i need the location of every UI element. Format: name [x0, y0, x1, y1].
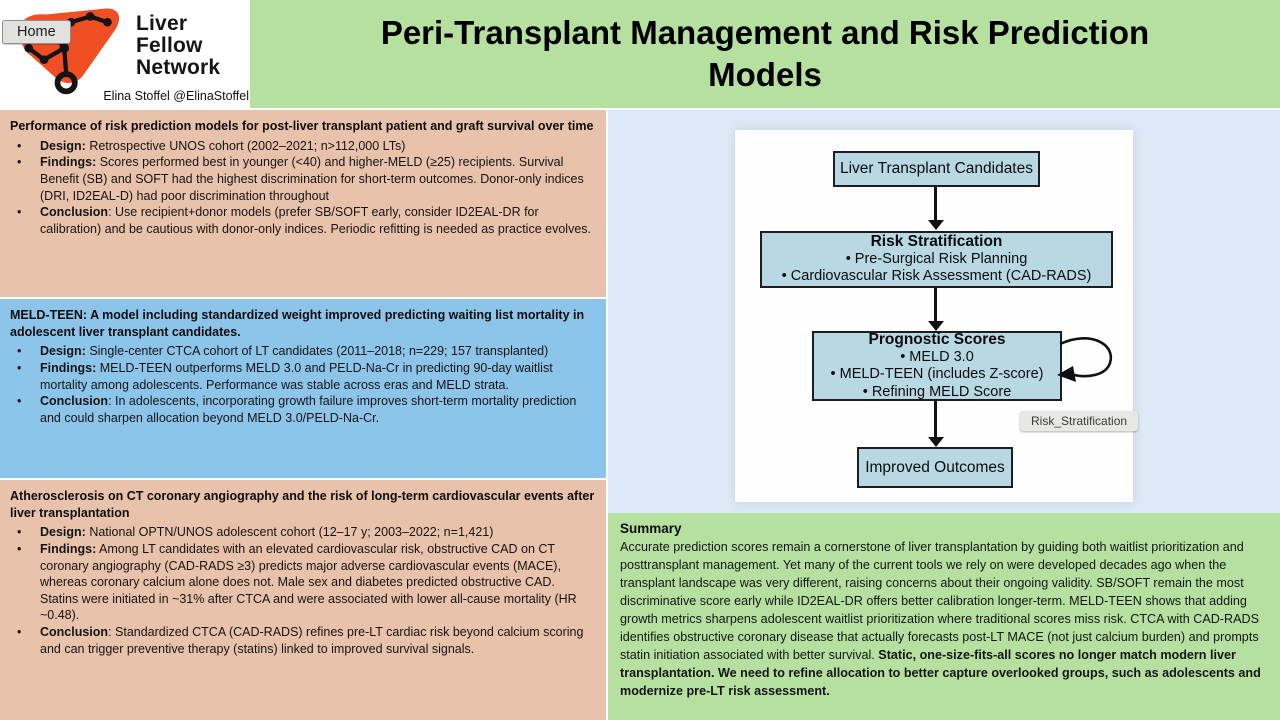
bullet-text: Conclusion: In adolescents, incorporatin… [40, 394, 577, 425]
summary-panel: Summary Accurate prediction scores remai… [608, 513, 1280, 720]
logo-wordmark-line: Network [136, 55, 221, 79]
summary-heading: Summary [620, 521, 682, 536]
bullet-dot: • [17, 625, 22, 639]
summary-body: Accurate prediction scores remain a corn… [620, 540, 1259, 662]
bullet-dot: • [17, 394, 22, 409]
flowchart-canvas: Liver Transplant Candidates Risk Stratif… [735, 130, 1139, 502]
bullet-dot: • [17, 360, 22, 375]
self-loop-arrow-icon [1057, 337, 1113, 382]
bullet-dot: • [17, 525, 22, 540]
bullet-text: Conclusion: Use recipient+donor models (… [40, 205, 591, 236]
bullet-text: Design: National OPTN/UNOS adolescent co… [40, 525, 494, 540]
flow-node-line: • Pre-Surgical Risk Planning [845, 251, 1028, 268]
flow-node-line: • MELD-TEEN (includes Z-score) [830, 366, 1044, 383]
down-arrow-icon [927, 401, 944, 447]
flow-node-title: Risk Stratification [870, 233, 1003, 251]
flow-node-risk-stratification: Risk Stratification• Pre-Surgical Risk P… [760, 231, 1113, 288]
summary-body-bold: Static, one-size-fits-all scores no long… [620, 648, 1261, 698]
flow-node-title: Prognostic Scores [868, 331, 1006, 349]
bullet-text: Design: Single-center CTCA cohort of LT … [40, 344, 549, 359]
bullet-item: • Design: Single-center CTCA cohort of LT… [10, 343, 596, 360]
study-box: Performance of risk prediction models fo… [0, 110, 606, 297]
study-box-title: MELD-TEEN: A model including standardize… [10, 308, 585, 339]
bullet-dot: • [17, 344, 22, 359]
flow-node-improved-outcomes: Improved Outcomes [857, 447, 1013, 488]
bullet-item: • Findings: MELD-TEEN outperforms MELD 3.… [10, 360, 596, 393]
bullet-item: • Findings: Among LT candidates with an e… [10, 541, 596, 624]
study-box-title: Performance of risk prediction models fo… [10, 119, 594, 133]
bullet-text: Findings: Scores performed best in young… [40, 155, 584, 203]
study-box: Atherosclerosis on CT coronary angiograp… [0, 480, 606, 720]
bullet-item: • Design: National OPTN/UNOS adolescent c… [10, 524, 596, 541]
bullet-text: Findings: Among LT candidates with an el… [40, 541, 577, 623]
down-arrow-icon [927, 288, 944, 331]
flow-node-line: • MELD 3.0 [900, 348, 974, 365]
flow-node-prognostic-scores: Prognostic Scores• MELD 3.0• MELD-TEEN (… [812, 331, 1062, 401]
bullet-text: Conclusion: Standardized CTCA (CAD-RADS)… [40, 625, 584, 656]
bullet-item: • Conclusion: In adolescents, incorporati… [10, 393, 596, 426]
bullet-text: Design: Retrospective UNOS cohort (2002–… [40, 138, 406, 153]
study-box-title: Atherosclerosis on CT coronary angiograp… [10, 489, 595, 520]
logo-wordmark-line: Liver [136, 12, 188, 35]
bullet-text: Findings: MELD-TEEN outperforms MELD 3.0… [40, 360, 553, 392]
bullet-dot: • [17, 205, 22, 220]
study-box: MELD-TEEN: A model including standardize… [0, 299, 606, 478]
bullet-item: • Design: Retrospective UNOS cohort (2002… [10, 138, 596, 155]
left-column: Performance of risk prediction models fo… [0, 0, 606, 720]
flow-node-liver-transplant-candidates: Liver Transplant Candidates [833, 151, 1040, 187]
bullet-item: • Conclusion: Standardized CTCA (CAD-RADS… [10, 624, 596, 657]
down-arrow-icon [927, 187, 944, 230]
flow-node-title: Liver Transplant Candidates [839, 160, 1033, 178]
summary-text: Accurate prediction scores remain a corn… [620, 538, 1266, 700]
bullet-dot: • [17, 138, 22, 153]
page-title: Peri-Transplant Management and Risk Pred… [380, 13, 1150, 93]
flow-node-line: • Refining MELD Score [862, 383, 1012, 400]
bullet-dot: • [17, 541, 22, 556]
home-button[interactable]: Home [2, 20, 71, 44]
flow-node-title: Improved Outcomes [865, 458, 1005, 476]
flowchart-panel: Liver Transplant Candidates Risk Stratif… [608, 110, 1280, 513]
title-banner: Peri-Transplant Management and Risk Pred… [250, 0, 1280, 108]
risk-stratification-tag: Risk_Stratification [1020, 411, 1139, 431]
bullet-dot: • [17, 155, 22, 170]
bullet-item: • Conclusion: Use recipient+donor models … [10, 204, 596, 237]
bullet-item: • Findings: Scores performed best in youn… [10, 154, 596, 204]
author-byline: Elina Stoffel @ElinaStoffel [103, 89, 249, 103]
logo-wordmark-line: Fellow [136, 33, 203, 57]
flow-node-line: • Cardiovascular Risk Assessment (CAD-RA… [781, 268, 1092, 285]
